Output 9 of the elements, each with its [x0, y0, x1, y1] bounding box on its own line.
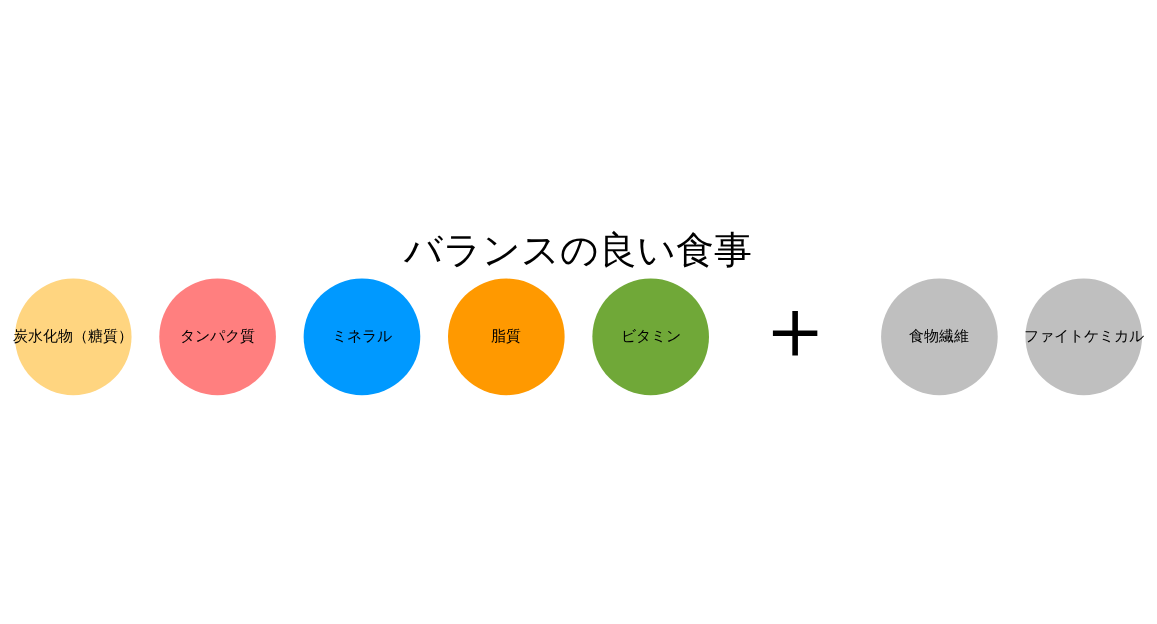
node-circle: 食物繊維 [881, 278, 998, 396]
diagram-title: バランスの良い食事 [404, 228, 753, 273]
node-circle: 炭水化物（糖質） [14, 278, 132, 396]
node-circle: タンパク質 [159, 278, 276, 396]
label: ＋ [752, 278, 839, 379]
node-circle: ミネラル [303, 278, 421, 396]
node-circle: 脂質 [448, 278, 565, 396]
node-circle: ファイトケミカル [1025, 278, 1143, 396]
node-circle: ビタミン [592, 278, 709, 396]
